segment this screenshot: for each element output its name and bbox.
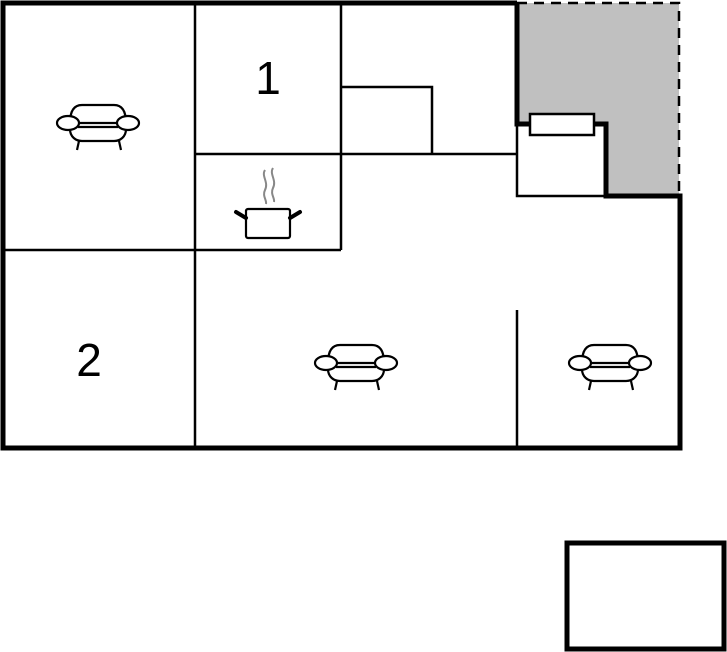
room-label-bedroom-1: 1: [255, 52, 281, 104]
sofa-icon: [55, 103, 141, 151]
detached-outbuilding: [564, 540, 727, 652]
cooking-pot-icon: [234, 167, 302, 240]
room-label-bedroom-2: 2: [76, 334, 102, 386]
sink-counter: [528, 112, 596, 137]
sofa-icon: [313, 343, 399, 391]
terrace-dashed-border: [517, 1, 681, 196]
interior-walls: [3, 3, 606, 448]
sofa-icon: [567, 343, 653, 391]
terrace-shaded-area: [517, 3, 679, 196]
